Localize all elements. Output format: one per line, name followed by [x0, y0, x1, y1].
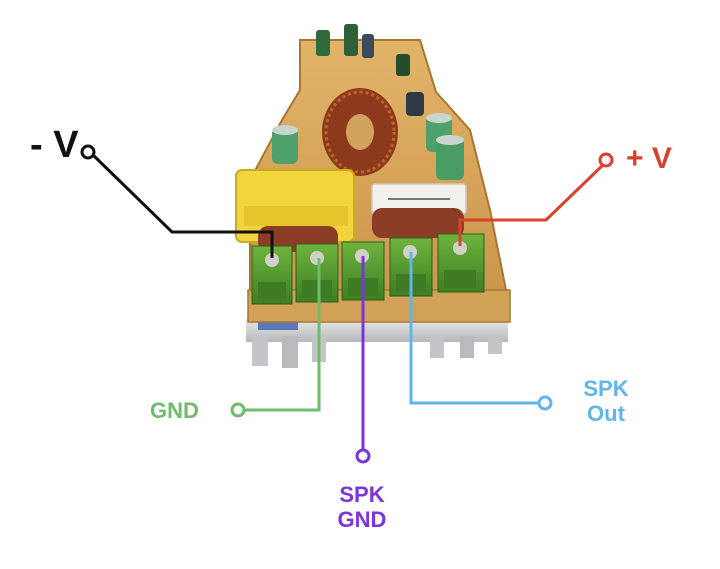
connector-plus-v [598, 152, 614, 168]
connector-gnd [230, 402, 246, 418]
label-minus-v: - V [30, 124, 79, 166]
wiring-lines [80, 144, 614, 464]
connector-spk-out [537, 395, 553, 411]
terminal-gnd [295, 243, 339, 303]
wire-gnd [244, 258, 321, 412]
wire-minus-v [90, 152, 274, 258]
connector-spk-gnd [355, 448, 371, 464]
wire-plus-v [458, 162, 606, 246]
electrolytic-capacitors [272, 113, 464, 180]
wire-spk-out [409, 252, 539, 405]
label-spk-gnd: SPK GND [337, 482, 387, 533]
connector-minus-v [80, 144, 96, 160]
toroid-inductor [322, 88, 398, 176]
heatsink [246, 318, 508, 368]
label-spk-out: SPK Out [583, 376, 629, 427]
label-plus-v: + V [626, 142, 672, 175]
small-capacitors [316, 24, 424, 116]
label-gnd: GND [150, 398, 199, 423]
